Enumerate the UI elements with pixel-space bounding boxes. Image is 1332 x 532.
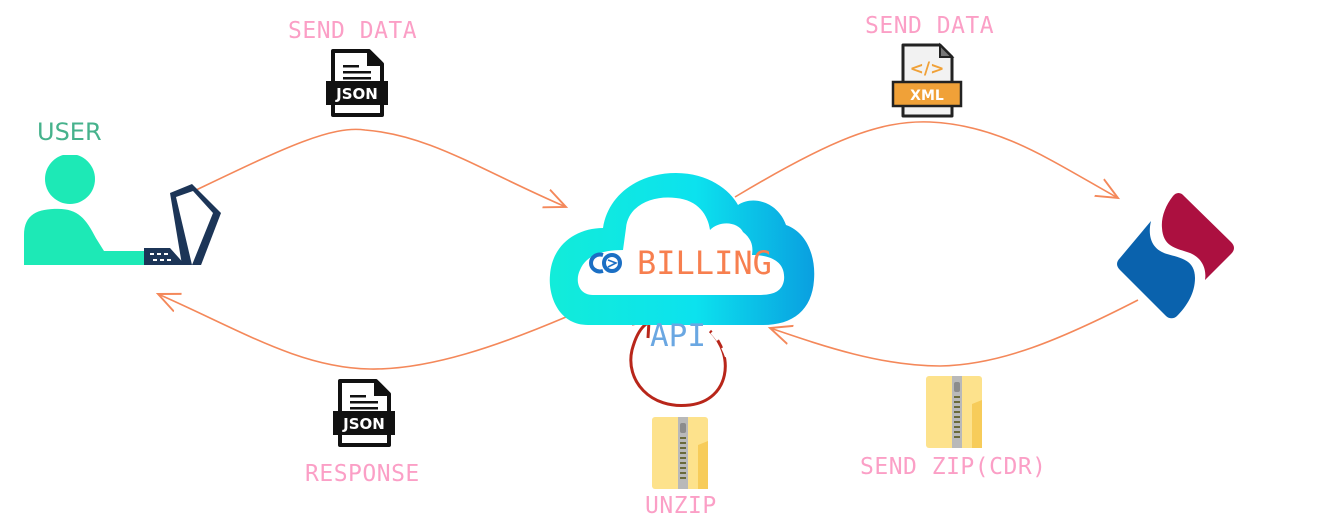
billing-cloud-icon — [549, 173, 815, 325]
edge-label-response: RESPONSE — [305, 461, 420, 487]
edge-label-unzip: UNZIP — [645, 493, 717, 519]
arrow-billing-to-partner — [734, 121, 1118, 198]
arrow-billing-to-user — [158, 294, 567, 370]
json-badge: JSON — [335, 85, 378, 103]
billing-label: BILLING — [637, 244, 772, 282]
xml-badge: XML — [910, 88, 944, 104]
edge-label-send-zip: SEND ZIP(CDR) — [860, 454, 1047, 480]
arrow-partner-to-billing — [770, 299, 1139, 367]
arrow-user-to-billing — [191, 128, 566, 207]
code-glyph: </> — [910, 59, 945, 79]
billing-logo-icon — [588, 252, 622, 274]
user-label: USER — [37, 118, 102, 146]
cdr-zip-folder-icon — [926, 376, 982, 448]
response-json-file-icon: JSON — [333, 379, 395, 447]
partner-logo-icon — [1117, 193, 1234, 319]
api-label: API — [650, 318, 706, 354]
unzip-zip-folder-icon — [652, 417, 708, 489]
edge-label-send-json: SEND DATA — [288, 18, 418, 44]
user-laptop-icon — [24, 155, 221, 265]
xml-file-icon: </> XML — [891, 42, 963, 118]
json-file-icon: JSON — [326, 49, 388, 117]
edge-label-send-xml: SEND DATA — [865, 13, 995, 39]
json-badge: JSON — [342, 415, 385, 433]
